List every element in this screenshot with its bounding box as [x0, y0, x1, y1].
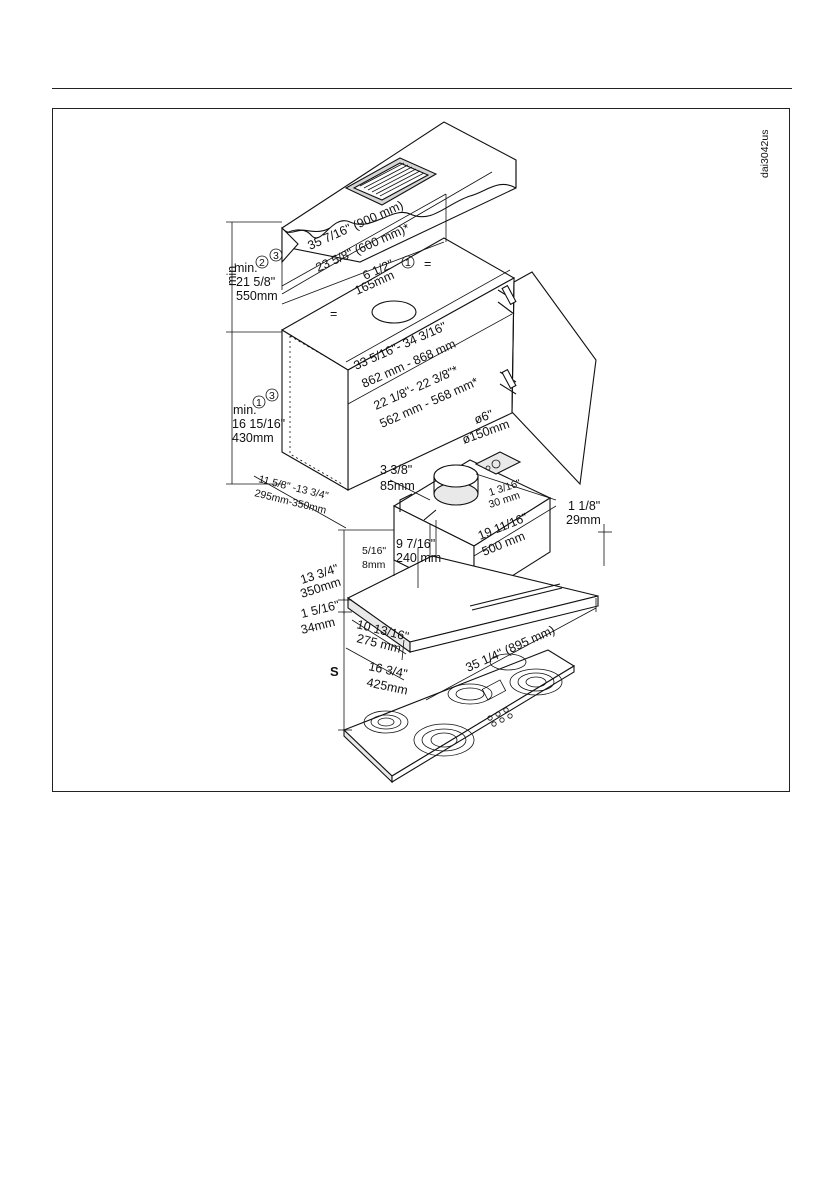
cabinet-door — [497, 271, 597, 486]
circle-3-icon — [269, 248, 283, 262]
circle-1-label: 1 — [256, 397, 262, 409]
min-upper-label: min. — [225, 262, 239, 286]
circle-2-label: 2 — [259, 257, 265, 269]
cooktop — [342, 649, 576, 784]
safety-distance-label: S — [330, 664, 339, 679]
circle-3b-icon — [265, 388, 279, 402]
hood-canopy — [346, 555, 599, 661]
duct-imperial: ø6" — [472, 407, 495, 427]
duct-offset-imperial: 3 3/8" — [380, 463, 412, 477]
svg-text:min.: min. — [225, 262, 239, 286]
min-upper-imperial: 21 5/8" — [236, 275, 275, 289]
housing-depth-metric: 240 mm — [396, 551, 441, 565]
equal-sign-left: = — [330, 307, 337, 321]
duct-offset-metric: 85mm — [380, 479, 415, 493]
upper-cabinet — [280, 237, 516, 491]
visor-imperial: 1 1/8" — [568, 499, 600, 513]
circle-3-label: 3 — [273, 250, 279, 262]
dimension-lines — [226, 171, 612, 731]
visor-metric: 29mm — [566, 513, 601, 527]
ventilation-grille — [344, 157, 438, 206]
figure-code: dai3042us — [759, 130, 771, 178]
gap-metric: 8mm — [362, 559, 386, 571]
equal-sign-right: = — [424, 257, 431, 271]
figure-frame — [52, 108, 790, 792]
circle-2-icon — [255, 255, 269, 269]
min-upper-metric: 550mm — [236, 289, 278, 303]
min-lower-imperial: 16 15/16" — [232, 417, 285, 431]
min-upper-text: min. — [234, 261, 258, 275]
gap-imperial: 5/16" — [362, 545, 386, 557]
circle-3b-label: 3 — [269, 390, 275, 402]
min-lower-metric: 430mm — [232, 431, 274, 445]
circle-1b-label: 1 — [405, 257, 411, 269]
header-rule — [52, 88, 792, 89]
circle-1-icon — [252, 395, 266, 409]
housing-depth-imperial: 9 7/16" — [396, 537, 435, 551]
min-lower-text: min. — [233, 403, 257, 417]
circle-1b-icon — [401, 255, 415, 269]
